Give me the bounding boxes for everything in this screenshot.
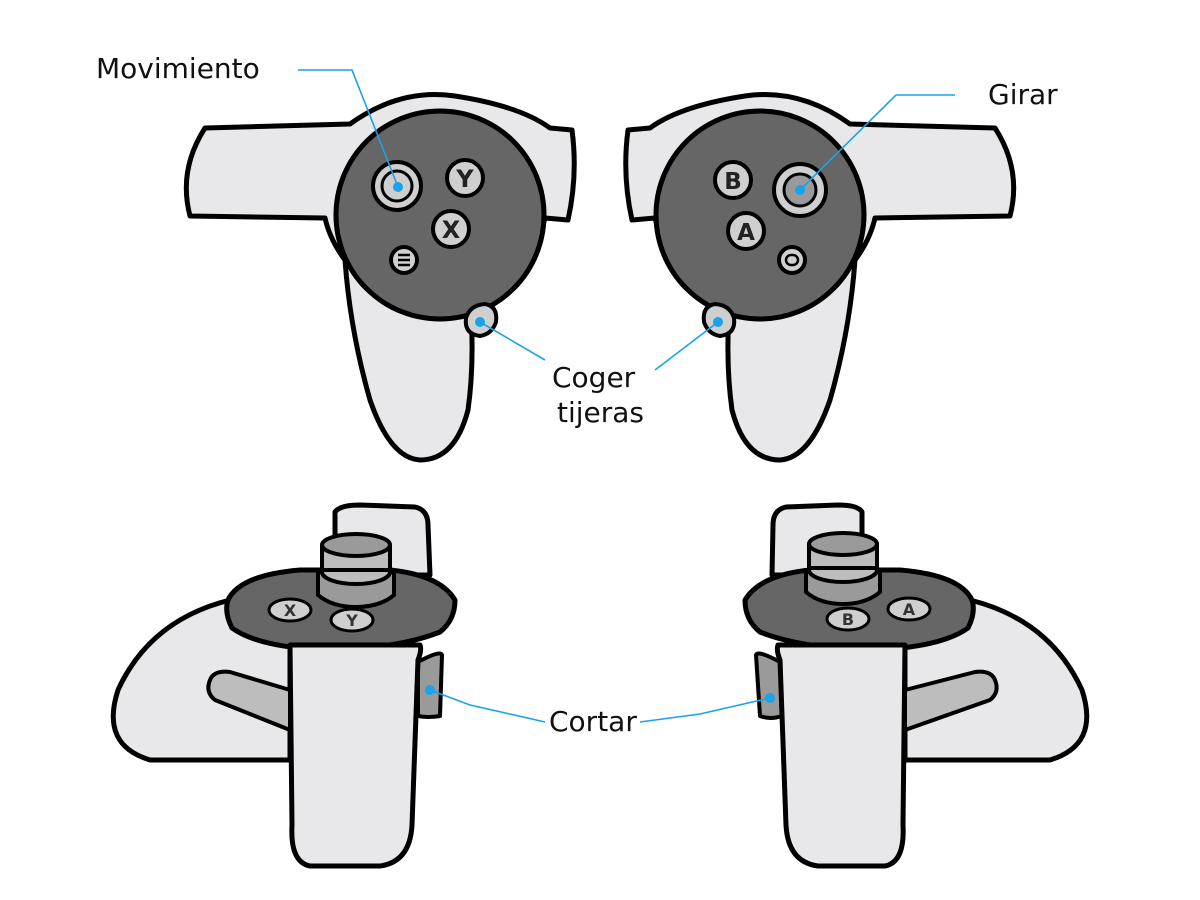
left-side-y-button[interactable]: Y [331,609,373,631]
left-side-thumbstick[interactable] [318,534,394,607]
grab-label-line1: Coger [552,361,636,394]
right-side-thumbstick[interactable] [806,533,880,604]
right-controller-side-view: B A [745,505,1087,866]
x-button[interactable]: X [433,211,469,247]
right-side-a-label: A [903,600,916,619]
cut-callout-line-left [430,690,545,722]
y-button-label: Y [455,165,474,193]
right-side-a-button[interactable]: A [888,598,930,620]
movement-callout-dot [393,182,403,192]
grab-label-line2: tijeras [557,396,644,429]
cut-label: Cortar [549,705,637,738]
grab-callout-dot-left [475,317,485,327]
left-side-x-label: X [284,601,297,620]
x-button-label: X [442,216,461,244]
left-controller-top-view: Y X [186,95,574,460]
left-controller-side-view: X Y [113,505,455,866]
left-side-grip [290,645,421,866]
grab-callout-line-left [480,322,545,360]
right-controller-face [656,111,864,319]
grab-callout-dot-right [713,317,723,327]
rotate-label: Girar [988,78,1058,111]
cut-callout-line-right [640,698,770,722]
cut-callout-dot-right [765,693,775,703]
right-side-b-button[interactable]: B [827,608,869,630]
right-controller-top-view: B A [626,95,1014,460]
y-button[interactable]: Y [447,160,483,196]
right-side-b-label: B [842,610,854,629]
cut-callout-dot-left [425,685,435,695]
oculus-button[interactable] [779,247,805,273]
rotate-callout-dot [795,185,805,195]
movement-label: Movimiento [96,52,260,85]
left-side-x-button[interactable]: X [269,599,311,621]
left-side-y-label: Y [345,611,358,630]
b-button[interactable]: B [715,162,751,198]
a-button[interactable]: A [728,213,764,249]
right-side-grip [777,645,905,866]
a-button-label: A [737,220,755,246]
grab-callout-line-right [655,322,718,370]
b-button-label: B [724,169,742,195]
menu-button[interactable] [391,247,417,273]
